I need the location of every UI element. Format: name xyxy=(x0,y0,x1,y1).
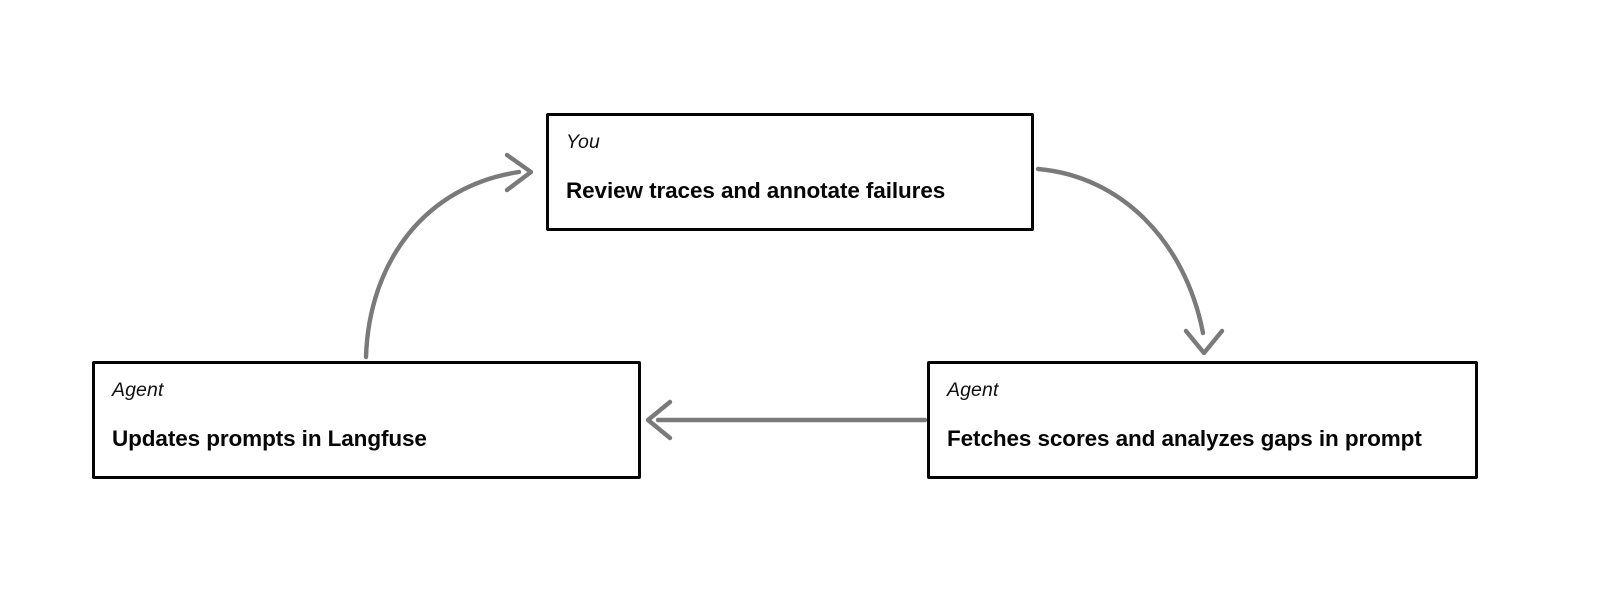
edge-updates-to-you xyxy=(363,152,534,360)
node-title-label: Review traces and annotate failures xyxy=(566,178,946,203)
node-updates-prompts[interactable]: Agent Updates prompts in Langfuse xyxy=(92,361,641,479)
arrowhead-down-icon xyxy=(1183,328,1225,356)
node-title-label: Fetches scores and analyzes gaps in prom… xyxy=(947,426,1422,451)
node-role-label: Agent xyxy=(947,379,999,401)
node-fetches-scores[interactable]: Agent Fetches scores and analyzes gaps i… xyxy=(927,361,1478,479)
node-role-label: You xyxy=(566,131,600,153)
node-title-label: Updates prompts in Langfuse xyxy=(112,426,427,451)
node-you[interactable]: You Review traces and annotate failures xyxy=(546,113,1034,231)
edge-you-to-fetches xyxy=(1035,166,1225,356)
node-role-label: Agent xyxy=(112,379,164,401)
arrowhead-right-icon xyxy=(504,152,534,193)
arrowhead-left-icon xyxy=(645,399,673,441)
edge-fetches-to-updates xyxy=(645,399,928,441)
